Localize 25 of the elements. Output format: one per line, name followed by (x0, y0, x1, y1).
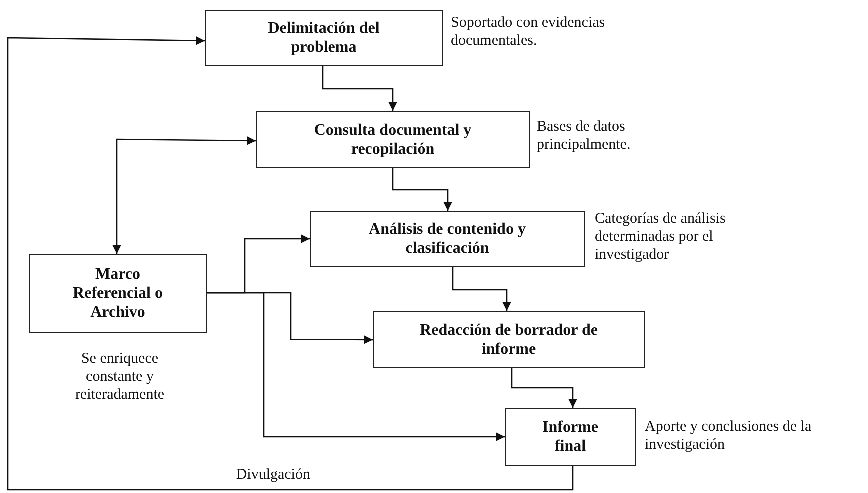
box-title: Análisis de contenido y clasificación (368, 220, 527, 258)
box-title: Informe final (542, 418, 600, 456)
arrow (511, 368, 578, 408)
process-box (256, 111, 530, 168)
process-box (310, 211, 585, 267)
box-title: Redacción de borrador de informe (419, 320, 599, 358)
box-title: Consulta documental y recopilación (313, 120, 473, 158)
side-note: Bases de datos principalmente. (537, 118, 632, 154)
arrow (207, 292, 505, 442)
arrow (322, 66, 398, 111)
process-box (29, 254, 207, 333)
process-box (373, 311, 645, 368)
process-box (505, 408, 636, 466)
box-title: Marco Referencial o Archivo (72, 265, 164, 322)
side-note: Soportado con evidencias documentales. (451, 14, 606, 50)
arrow (452, 267, 512, 311)
arrow (392, 168, 452, 211)
side-note: Aporte y conclusiones de la investigación (645, 418, 813, 454)
arrow (7, 36, 574, 491)
process-box (205, 10, 443, 66)
side-note: Categorías de análisis determinadas por el investigador (595, 210, 727, 264)
arrow (112, 136, 256, 254)
side-note: Se enriquece constante y reiteradamente (74, 350, 166, 404)
box-title: Delimitación del problema (267, 19, 381, 57)
edge-label: Divulgación (234, 467, 312, 484)
